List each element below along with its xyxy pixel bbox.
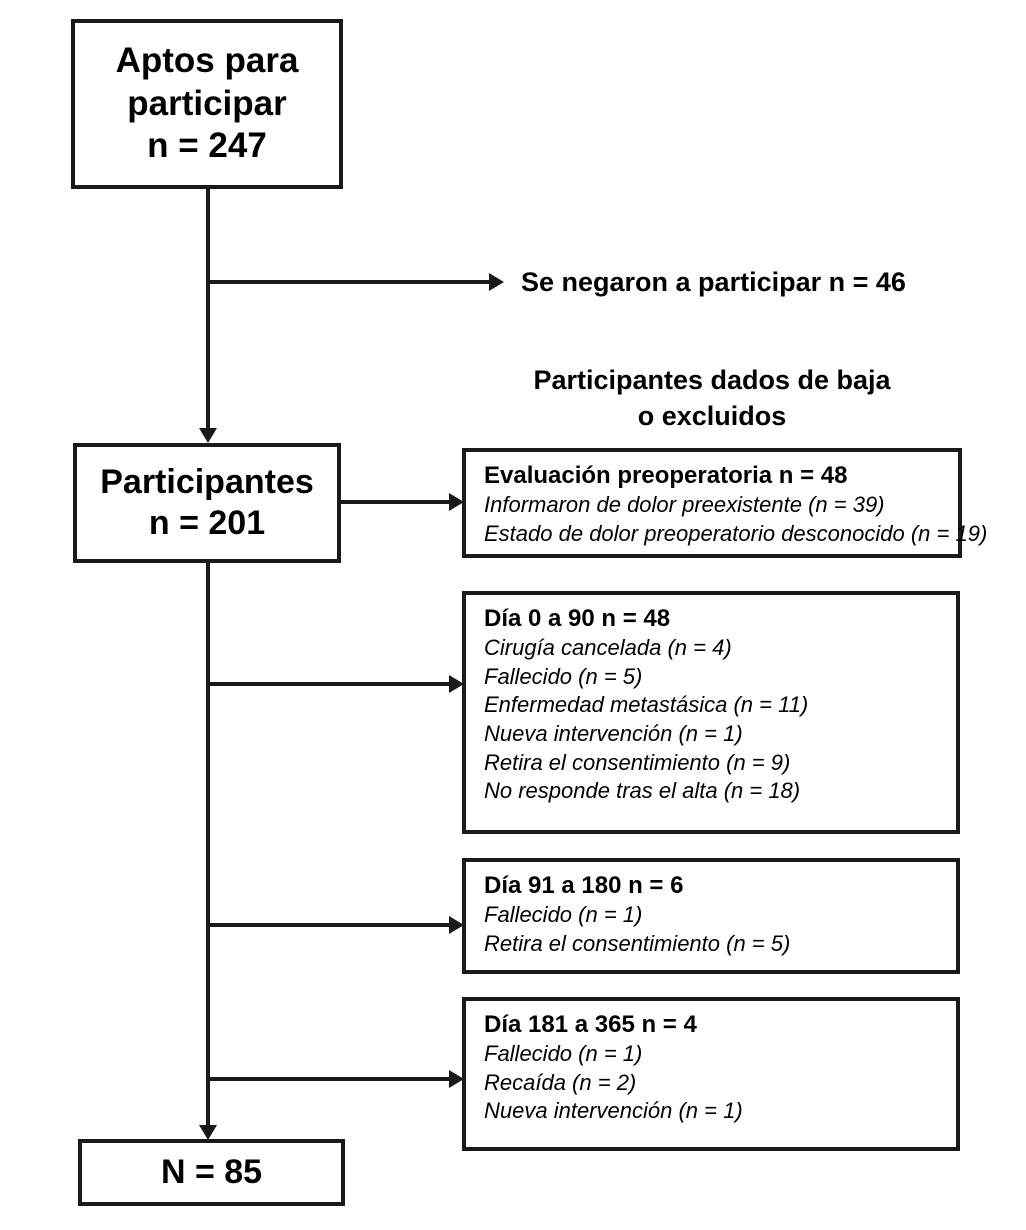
exclusion-box-d0-90-item-4: Retira el consentimiento (n = 9)	[484, 749, 791, 775]
label-excluded-heading: Participantes dados de baja o excluidos	[462, 363, 962, 435]
arrowhead-participants	[199, 428, 217, 443]
connector-to-d91-180-box	[206, 923, 454, 927]
arrowhead-d181-365	[449, 1070, 464, 1088]
arrowhead-d91-180	[449, 916, 464, 934]
exclusion-box-d181-365-item-0: Fallecido (n = 1)	[484, 1041, 643, 1067]
arrowhead-preop	[449, 493, 464, 511]
exclusion-box-preop: Evaluación preoperatoria n = 48 Informar…	[462, 448, 988, 558]
label-excluded-heading-line1: Participantes dados de baja	[533, 365, 891, 395]
arrowhead-d0-90	[449, 675, 464, 693]
connector-to-preop-box	[341, 500, 454, 504]
exclusion-box-d0-90-item-2: Enfermedad metastásica (n = 11)	[484, 692, 809, 718]
arrowhead-final	[199, 1125, 217, 1140]
exclusion-box-d0-90-item-5: No responde tras el alta (n = 18)	[484, 778, 801, 804]
exclusion-box-d181-365-item-2: Nueva intervención (n = 1)	[484, 1098, 743, 1124]
exclusion-box-d0-90: Día 0 a 90 n = 48 Cirugía cancelada (n =…	[462, 591, 960, 834]
exclusion-box-d0-90-item-1: Fallecido (n = 5)	[484, 663, 643, 689]
node-eligible-line2: participar	[127, 83, 287, 123]
exclusion-box-d0-90-title: Día 0 a 90 n = 48	[484, 605, 671, 632]
connector-participants-to-final	[206, 563, 210, 1129]
arrowhead-refused	[489, 273, 504, 291]
node-participants: Participantes n = 201	[73, 443, 341, 563]
label-refused: Se negaron a participar n = 46	[521, 267, 906, 297]
exclusion-box-d181-365: Día 181 a 365 n = 4 Fallecido (n = 1) Re…	[462, 997, 960, 1151]
exclusion-box-d91-180-title: Día 91 a 180 n = 6	[484, 872, 684, 899]
exclusion-box-d91-180-item-1: Retira el consentimiento (n = 5)	[484, 930, 791, 956]
node-eligible-line3: n = 247	[147, 126, 267, 166]
node-final: N = 85	[78, 1139, 345, 1206]
node-eligible: Aptos para participar n = 247	[71, 19, 343, 189]
node-final-line1: N = 85	[160, 1152, 263, 1191]
exclusion-box-preop-title: Evaluación preoperatoria n = 48	[484, 462, 848, 489]
exclusion-box-preop-item-1: Estado de dolor preoperatorio desconocid…	[484, 520, 988, 546]
exclusion-box-d91-180: Día 91 a 180 n = 6 Fallecido (n = 1) Ret…	[462, 858, 960, 974]
node-participants-line1: Participantes	[100, 462, 314, 501]
connector-refused-branch	[206, 280, 494, 284]
node-eligible-line1: Aptos para	[115, 40, 299, 80]
exclusion-box-d181-365-title: Día 181 a 365 n = 4	[484, 1011, 697, 1038]
connector-eligible-to-participants	[206, 189, 210, 429]
exclusion-box-preop-item-0: Informaron de dolor preexistente (n = 39…	[484, 492, 885, 518]
node-participants-line2: n = 201	[148, 504, 266, 542]
exclusion-box-d0-90-item-3: Nueva intervención (n = 1)	[484, 721, 743, 747]
connector-to-d0-90-box	[206, 682, 454, 686]
exclusion-box-d0-90-item-0: Cirugía cancelada (n = 4)	[484, 635, 732, 661]
exclusion-box-d91-180-item-0: Fallecido (n = 1)	[484, 902, 643, 928]
exclusion-box-d181-365-item-1: Recaída (n = 2)	[484, 1069, 637, 1095]
label-excluded-heading-line2: o excluidos	[637, 400, 787, 431]
connector-to-d181-365-box	[206, 1077, 454, 1081]
